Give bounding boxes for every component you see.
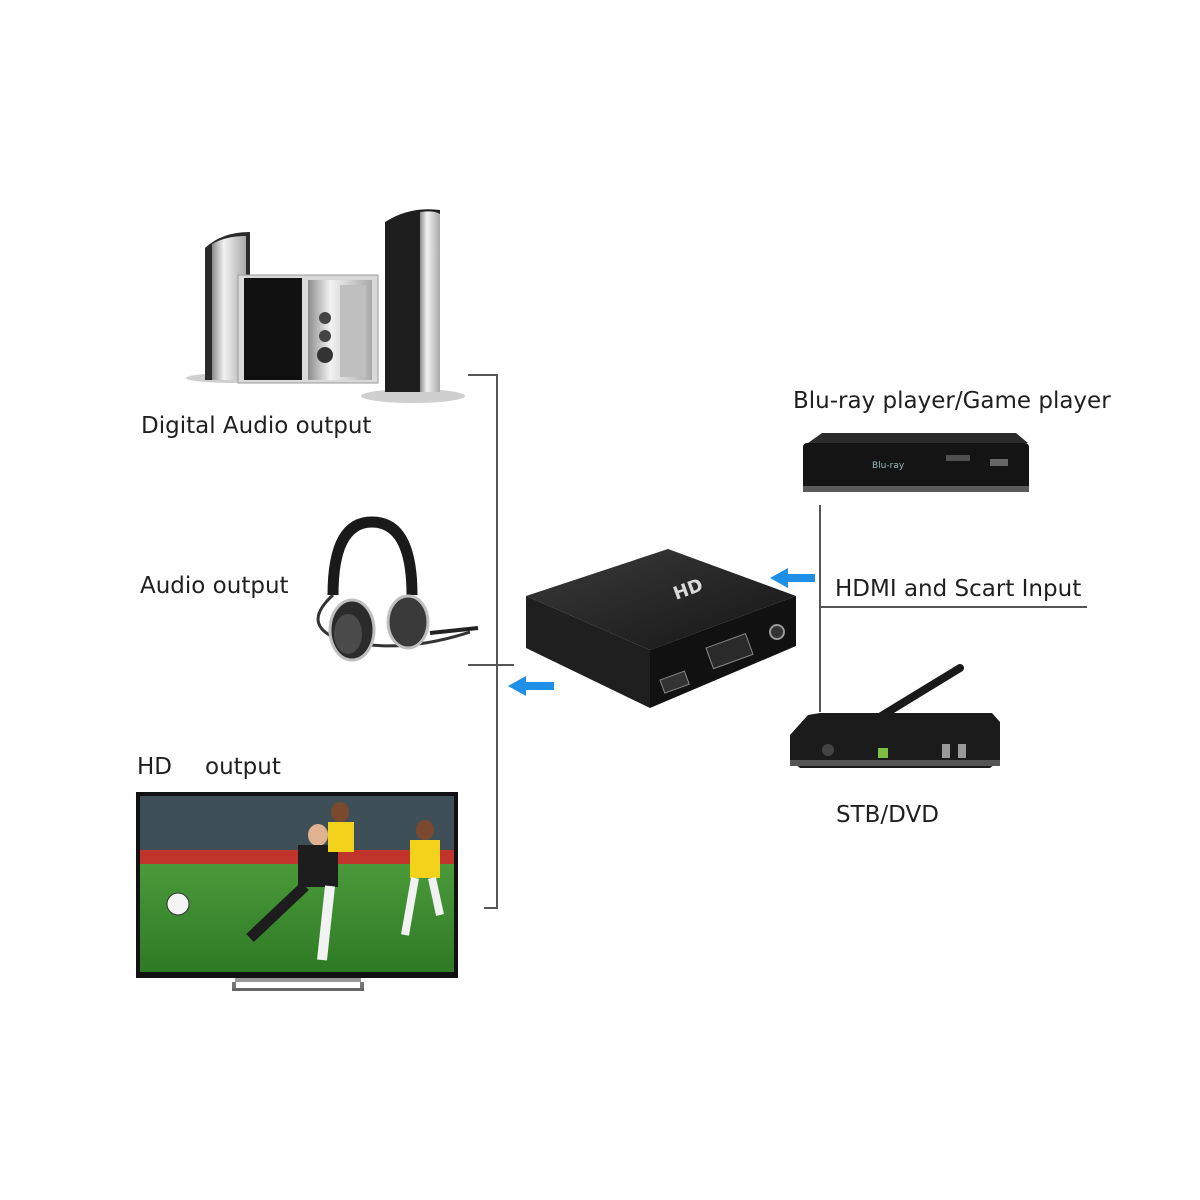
speaker-system-icon bbox=[186, 209, 465, 403]
headphones-icon bbox=[316, 516, 479, 662]
hd-output-label-suffix: output bbox=[205, 754, 281, 780]
hd-output-label-prefix: HD bbox=[137, 754, 173, 780]
converter-box-icon: HD bbox=[526, 549, 796, 708]
input-bracket-line bbox=[819, 505, 1087, 712]
bluray-player-icon: Blu-ray bbox=[803, 433, 1029, 492]
stb-dvd-label: STB/DVD bbox=[836, 802, 939, 828]
audio-output-label: Audio output bbox=[140, 573, 289, 599]
output-bracket-line bbox=[468, 374, 514, 909]
arrow-left-icon-input bbox=[770, 568, 815, 588]
stb-box-icon bbox=[790, 664, 1000, 768]
bluray-player-label: Blu-ray player/Game player bbox=[793, 388, 1111, 414]
digital-audio-output-label: Digital Audio output bbox=[141, 413, 372, 439]
tv-icon bbox=[136, 792, 458, 991]
hdmi-scart-input-label: HDMI and Scart Input bbox=[835, 576, 1082, 602]
svg-text:Blu-ray: Blu-ray bbox=[872, 461, 905, 471]
arrow-left-icon bbox=[508, 676, 554, 696]
